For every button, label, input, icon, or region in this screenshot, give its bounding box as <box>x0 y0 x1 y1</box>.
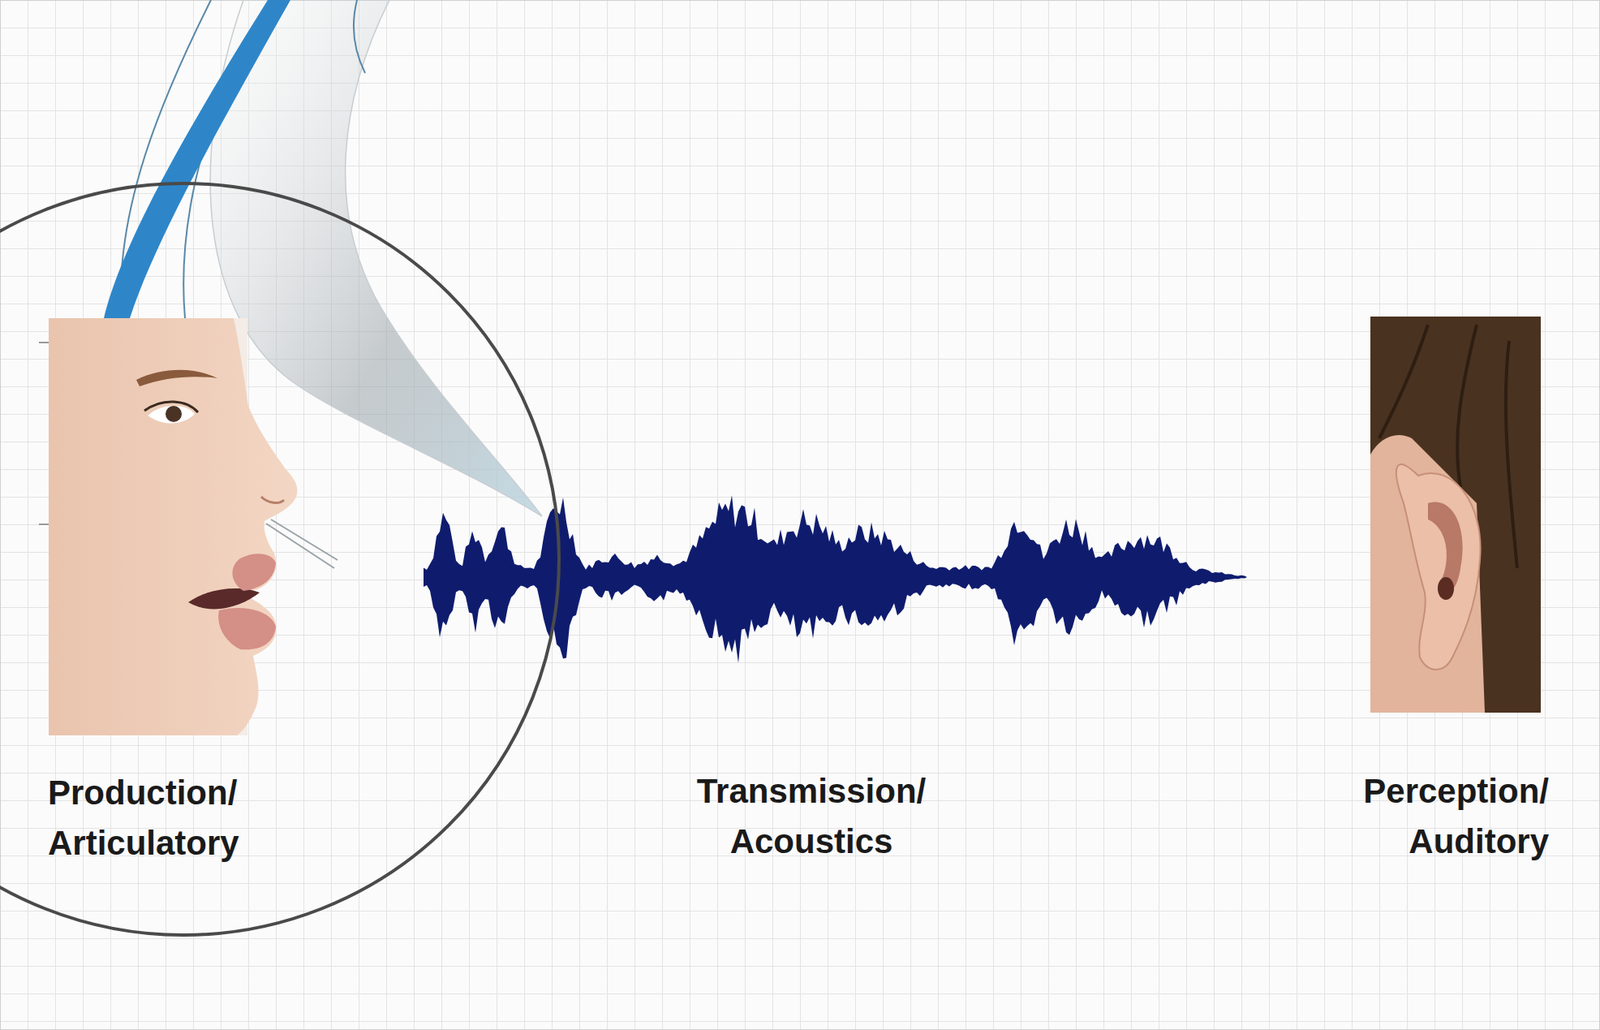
stage-label: Perception/ Auditory <box>1363 765 1549 867</box>
blue-ribbon <box>103 0 291 319</box>
ear-photo <box>1370 316 1541 713</box>
upper-lip <box>232 553 276 591</box>
tick <box>38 341 49 344</box>
breath-line <box>266 519 338 568</box>
face-profile <box>48 318 297 736</box>
ear-canal <box>1437 576 1454 600</box>
stage-label: Transmission/ Acoustics <box>696 765 926 867</box>
eye-iris <box>165 405 182 422</box>
stage-label: Production/ Articulatory <box>47 767 240 869</box>
eyelid <box>144 401 198 413</box>
eye <box>147 405 195 424</box>
ear <box>1396 464 1481 670</box>
skin-area <box>1370 434 1485 713</box>
outline-line <box>353 0 366 74</box>
ear-photo-ground <box>1370 316 1541 713</box>
focus-circle: Production/ Articulatory <box>0 181 561 937</box>
circle-outline <box>0 181 561 937</box>
nostril <box>261 496 284 503</box>
mouth-opening <box>188 588 260 609</box>
tick <box>38 523 49 525</box>
speech-waveform <box>423 494 1248 663</box>
eyebrow <box>136 369 218 387</box>
lower-lip <box>218 607 276 650</box>
circle-line <box>0 183 560 935</box>
